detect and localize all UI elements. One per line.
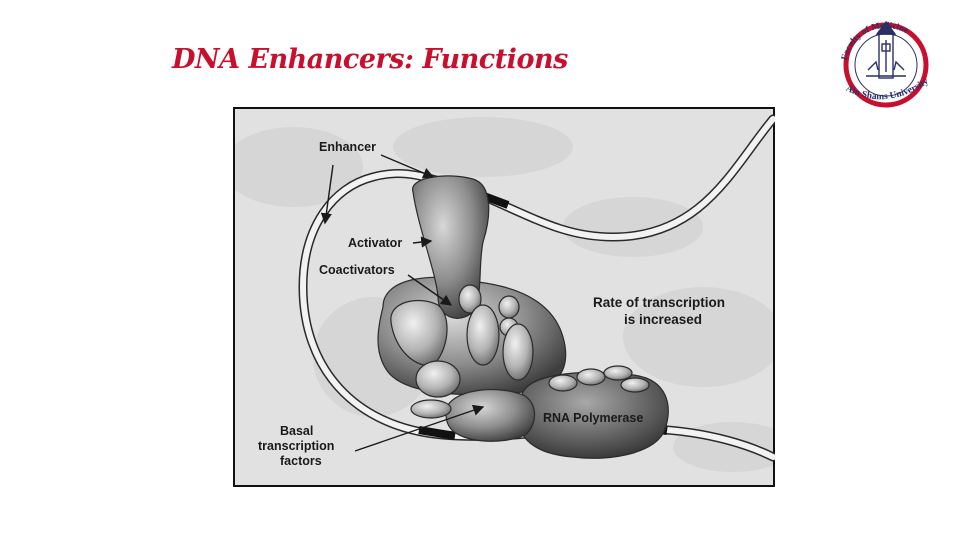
label-basal-line3: factors bbox=[280, 454, 322, 468]
coactivator bbox=[466, 304, 500, 366]
background-mottle bbox=[233, 117, 775, 472]
enhancer-arrow-2 bbox=[320, 164, 334, 225]
basal-arrow bbox=[354, 404, 485, 452]
basal-factor-blob bbox=[445, 388, 536, 442]
university-logo: Faculty of Medicine Ain Shams University bbox=[839, 20, 931, 108]
coactivator bbox=[498, 295, 520, 319]
diagram-frame bbox=[233, 107, 775, 487]
label-activator: Activator bbox=[348, 236, 402, 250]
label-basal-line2: transcription bbox=[258, 439, 334, 453]
label-basal-line1: Basal bbox=[280, 424, 313, 438]
coactivator bbox=[458, 284, 482, 314]
activator-arrow bbox=[412, 236, 433, 248]
promoter-segment bbox=[418, 426, 456, 440]
label-rate-line2: is increased bbox=[624, 312, 702, 327]
label-enhancer: Enhancer bbox=[319, 140, 376, 154]
coactivator bbox=[502, 323, 534, 381]
enhancer-arrow bbox=[380, 154, 435, 179]
activator-blob bbox=[412, 175, 490, 319]
enhancer-diagram: Enhancer Activator Coactivators Rate of … bbox=[233, 107, 775, 487]
label-rna-polymerase: RNA Polymerase bbox=[543, 411, 643, 425]
protein-complex bbox=[377, 175, 669, 459]
label-arrows bbox=[320, 154, 485, 452]
logo-tower-icon bbox=[866, 20, 906, 79]
label-coactivators: Coactivators bbox=[319, 263, 395, 277]
label-rate-line1: Rate of transcription bbox=[593, 295, 725, 310]
slide-title: DNA Enhancers: Functions bbox=[172, 44, 568, 75]
coactivators-arrow bbox=[407, 274, 453, 306]
